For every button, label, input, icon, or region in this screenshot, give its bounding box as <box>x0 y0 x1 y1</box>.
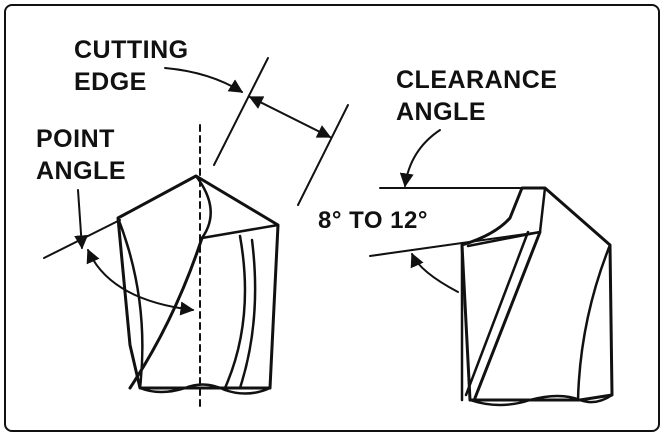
point-angle-arc <box>86 248 195 316</box>
clearance-angle-label-2: ANGLE <box>396 98 486 126</box>
cutting-edge-ext-1 <box>213 57 269 166</box>
cutting-edge-leader <box>164 67 244 93</box>
cutting-edge-label-1: CUTTING <box>74 36 189 64</box>
point-angle-label-1: POINT <box>36 125 115 153</box>
clearance-line-angled <box>369 231 541 257</box>
right-drill-bit <box>460 186 614 407</box>
clearance-angle-arc <box>410 252 459 293</box>
cutting-edge-label-2: EDGE <box>74 68 147 96</box>
clearance-angle-label-1: CLEARANCE <box>396 66 558 94</box>
cutting-edge-ext-2 <box>297 104 349 206</box>
diagram-frame <box>4 4 660 432</box>
clearance-range-label: 8° TO 12° <box>318 207 428 234</box>
point-angle-leader <box>74 189 89 250</box>
cutting-edge-dim <box>248 96 332 138</box>
point-angle-label-2: ANGLE <box>36 157 126 185</box>
clearance-angle-leader <box>399 129 441 188</box>
left-drill-bit <box>116 174 280 395</box>
